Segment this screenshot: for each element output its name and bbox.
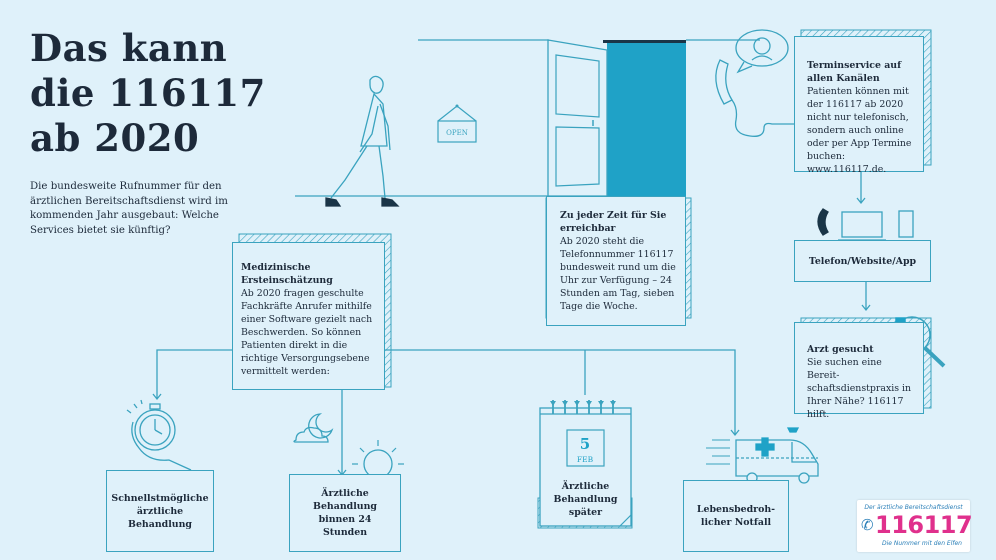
- walking-woman-icon: [325, 75, 400, 207]
- open-sign-icon: OPEN: [437, 104, 477, 143]
- box-ersteinschaetzung-heading: Medizinische Ersteinschätzung: [241, 262, 333, 286]
- box-terminservice-body: Patienten können mit der 116117 ab 2020 …: [807, 86, 912, 175]
- box-erreichbar-heading: Zu jeder Zeit für Sie erreichbar: [560, 210, 667, 234]
- phone-call-icon: [715, 29, 802, 137]
- logo-116117: Der ärztliche Bereitschaftsdienst ✆ 1161…: [857, 500, 973, 552]
- box-erreichbar: Zu jeder Zeit für Sie erreichbar Ab 2020…: [546, 196, 686, 326]
- box-arzt-heading: Arzt gesucht: [807, 344, 874, 355]
- lead-text: Die bundesweite Rufnummer für den ärztli…: [30, 181, 228, 236]
- box-arzt-body: Sie suchen eine Bereit-schaftsdienstprax…: [807, 357, 912, 420]
- page-title: Das kann die 116117 ab 2020: [30, 26, 266, 160]
- box-erreichbar-body: Ab 2020 steht die Telefonnummer 116117 b…: [560, 236, 676, 312]
- box-schnell: Schnellstmögliche ärztliche Behandlung: [106, 470, 214, 552]
- moon-sun-icon: [293, 413, 404, 479]
- box-notfall-label: Lebensbedroh-licher Notfall: [696, 504, 776, 528]
- devices-icon: [817, 208, 914, 241]
- stopwatch-icon: [126, 399, 192, 471]
- calendar-day: 5: [580, 435, 590, 453]
- box-spaeter-label: Ärztliche Behandlung später: [553, 480, 618, 518]
- connector-lines: [156, 39, 867, 474]
- phone-icon: ✆: [861, 516, 874, 534]
- logo-tagline-top: Der ärztliche Bereitschaftsdienst: [864, 504, 963, 511]
- box-spaeter: Ärztliche Behandlung später: [544, 478, 627, 520]
- box-stunden-label: Ärztliche Behandlung binnen 24 Stunden: [313, 488, 377, 538]
- logo-tagline-bottom: Die Nummer mit den Elfen: [882, 540, 962, 547]
- box-notfall: Lebensbedroh-licher Notfall: [683, 480, 789, 552]
- calendar-month: FEB: [577, 455, 594, 464]
- box-stunden: Ärztliche Behandlung binnen 24 Stunden: [289, 474, 401, 552]
- box-terminservice: Terminservice auf allen Kanälen Patiente…: [794, 36, 924, 175]
- box-kanal: Telefon/Website/App: [794, 240, 931, 282]
- calendar-icon: 5 FEB: [539, 400, 632, 527]
- ambulance-icon: [706, 427, 819, 484]
- box-ersteinschaetzung-body: Ab 2020 fragen geschulte Fachkräfte Anru…: [241, 288, 373, 377]
- box-terminservice-heading: Terminservice auf allen Kanälen: [807, 60, 902, 84]
- box-arzt: Arzt gesucht Sie suchen eine Bereit-scha…: [794, 322, 924, 420]
- box-schnell-label: Schnellstmögliche ärztliche Behandlung: [111, 492, 209, 530]
- box-ersteinschaetzung: Medizinische Ersteinschätzung Ab 2020 fr…: [232, 242, 385, 390]
- open-sign-label: OPEN: [446, 129, 468, 137]
- box-kanal-label: Telefon/Website/App: [808, 255, 917, 267]
- door-illustration: [547, 39, 686, 197]
- logo-number: 116117: [875, 511, 973, 539]
